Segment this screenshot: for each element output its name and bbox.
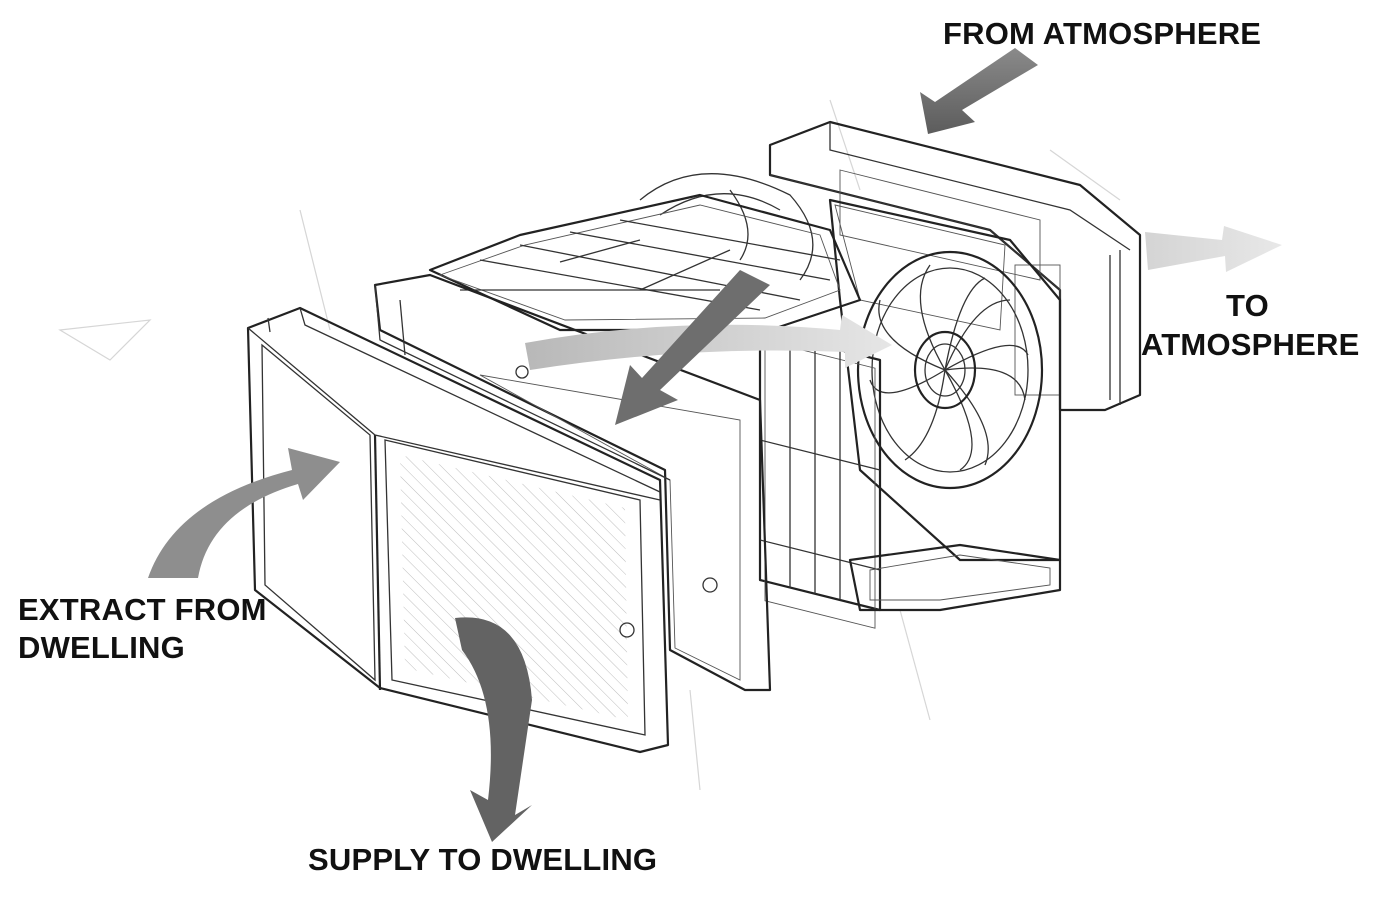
label-from-atmosphere: FROM ATMOSPHERE	[943, 16, 1261, 51]
fan-icon	[639, 173, 1062, 562]
label-to-atmosphere-line2: ATMOSPHERE	[1141, 327, 1359, 362]
rear-housing	[768, 120, 1142, 412]
airflow-arrow-icon	[148, 48, 1282, 842]
label-to-atmosphere-line1: TO	[1226, 288, 1269, 323]
arrow-extract-from-dwelling	[148, 448, 340, 578]
arrow-from-atmosphere	[920, 48, 1038, 134]
label-supply-to-dwelling: SUPPLY TO DWELLING	[308, 842, 657, 877]
label-extract-from-dwelling-line1: EXTRACT FROM	[18, 592, 267, 627]
background-sketch-lines	[58, 99, 1121, 791]
arrow-supply-to-dwelling	[455, 617, 532, 842]
front-grille-panel	[246, 306, 670, 754]
arrow-into-core	[615, 270, 770, 425]
arrow-to-atmosphere	[1145, 226, 1282, 272]
label-extract-from-dwelling-line2: DWELLING	[18, 630, 185, 665]
